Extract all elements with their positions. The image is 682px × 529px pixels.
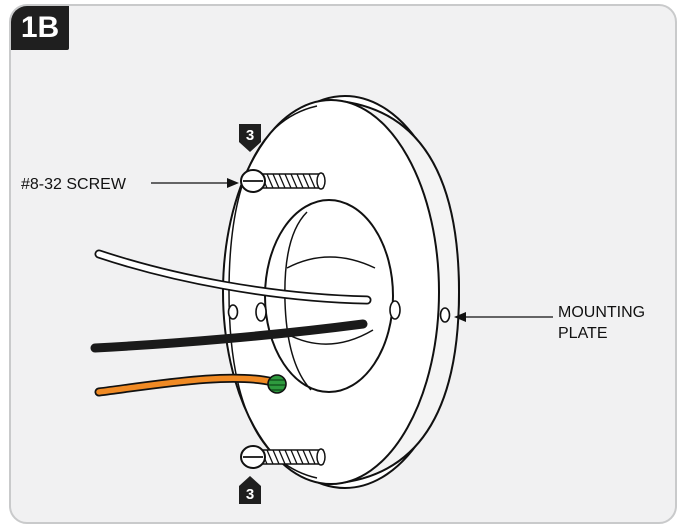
mounting-hole-left-1 (227, 304, 239, 320)
mounting-illustration: 3 3 #8-32 SCREW MOUNTING PLATE (21, 95, 645, 504)
callout-number-top: 3 (246, 127, 254, 144)
mounting-plate-label-line1: MOUNTING (558, 304, 645, 321)
screw-top (240, 169, 326, 193)
screw-leader-arrow (227, 178, 239, 188)
wire-black (90, 319, 368, 353)
step-badge: 1B (11, 6, 69, 50)
mounting-plate-label-line2: PLATE (558, 325, 608, 342)
plate-leader-arrow (454, 312, 466, 322)
center-opening-bottom-rim (286, 329, 374, 345)
screw-bottom (240, 445, 326, 469)
callout-number-bottom: 3 (246, 486, 254, 503)
wire-nut-green (267, 374, 287, 394)
mounting-hole-left-2 (255, 302, 267, 322)
mounting-hole-right-2 (439, 307, 451, 323)
mounting-hole-right-1 (389, 300, 401, 320)
center-opening-inner (284, 211, 312, 391)
callout-badge-top: 3 (239, 124, 261, 152)
center-opening-top-rim (286, 256, 376, 269)
screw-label: #8-32 SCREW (21, 176, 127, 193)
callout-badge-bottom: 3 (239, 476, 261, 504)
diagram-panel: 1B (9, 4, 677, 524)
